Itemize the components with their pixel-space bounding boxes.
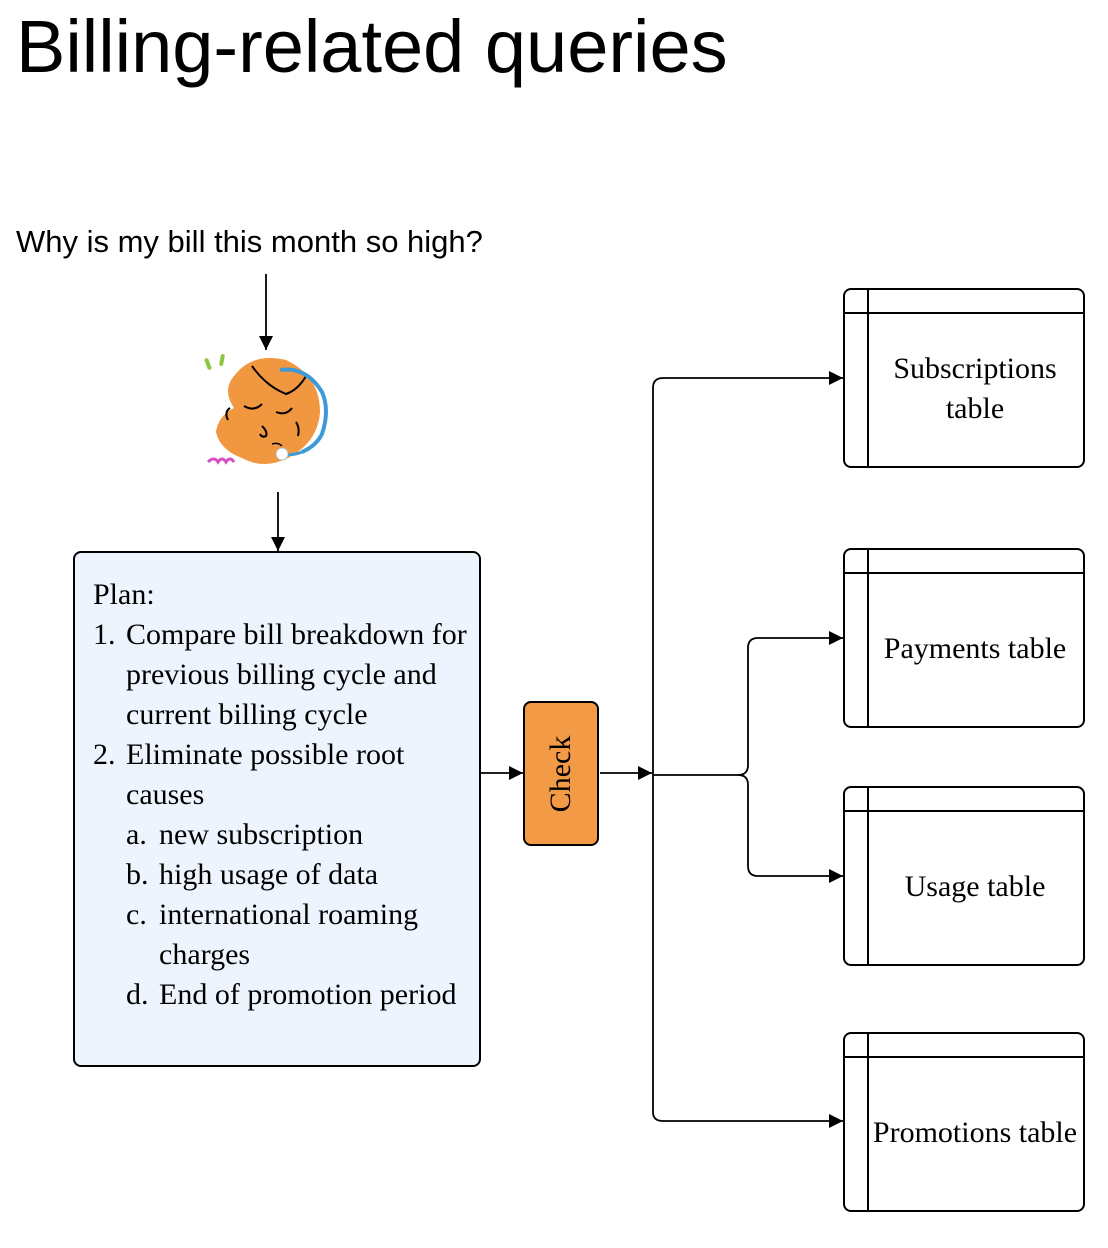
branch-usage	[737, 774, 843, 883]
plan-step-number: 1.	[93, 618, 116, 651]
check-label: Check	[544, 735, 577, 812]
plan-step: 1. Compare bill breakdown for previous bi…	[93, 615, 469, 735]
check-node: Check	[523, 701, 599, 846]
root-cause-letter: c.	[126, 898, 147, 931]
root-cause-letter: d.	[126, 978, 149, 1011]
table-label: Subscriptions table	[893, 352, 1057, 425]
branch-promotions	[652, 1111, 843, 1128]
root-cause-text: international roaming charges	[159, 898, 419, 971]
plan-step-number: 2.	[93, 738, 116, 771]
table-side-line	[867, 550, 869, 726]
table-side-line	[867, 1034, 869, 1210]
plan-steps: 1. Compare bill breakdown for previous bi…	[93, 615, 469, 1015]
subscriptions-table-node: Subscriptions table	[843, 288, 1085, 468]
table-label: Payments table	[883, 632, 1067, 665]
table-header-line	[845, 1056, 1083, 1058]
payments-table-node: Payments table	[843, 548, 1085, 728]
plan-step-text: Eliminate possible root causes	[126, 738, 405, 811]
branch-payments	[737, 631, 843, 776]
table-label: Promotions table	[872, 1116, 1078, 1149]
root-cause-text: new subscription	[159, 818, 364, 851]
table-side-line	[867, 290, 869, 466]
root-cause-text: End of promotion period	[159, 978, 457, 1011]
table-header-line	[845, 572, 1083, 574]
table-header-line	[845, 810, 1083, 812]
root-cause-letter: b.	[126, 858, 149, 891]
support-agent-avatar-icon	[204, 354, 328, 465]
plan-heading: Plan:	[93, 578, 155, 611]
root-cause-item: d. End of promotion period	[126, 975, 469, 1015]
page-title: Billing-related queries	[16, 5, 728, 88]
plan-step: 2. Eliminate possible root causes a. new s…	[93, 735, 469, 1015]
root-cause-item: a. new subscription	[126, 815, 469, 855]
root-cause-letter: a.	[126, 818, 147, 851]
plan-step-text: Compare bill breakdown for previous bill…	[126, 618, 467, 731]
root-cause-item: b. high usage of data	[126, 855, 469, 895]
branch-trunk	[652, 371, 843, 1112]
table-label: Usage table	[904, 870, 1046, 903]
customer-question: Why is my bill this month so high?	[16, 224, 483, 259]
usage-table-node: Usage table	[843, 786, 1085, 966]
promotions-table-node: Promotions table	[843, 1032, 1085, 1212]
table-header-line	[845, 312, 1083, 314]
root-cause-item: c. international roaming charges	[126, 895, 469, 975]
root-cause-text: high usage of data	[159, 858, 379, 891]
table-side-line	[867, 788, 869, 964]
root-cause-list: a.new subscription b.high usage of data …	[126, 815, 469, 1015]
plan-box: Plan: 1. Compare bill breakdown for previ…	[73, 551, 481, 1067]
